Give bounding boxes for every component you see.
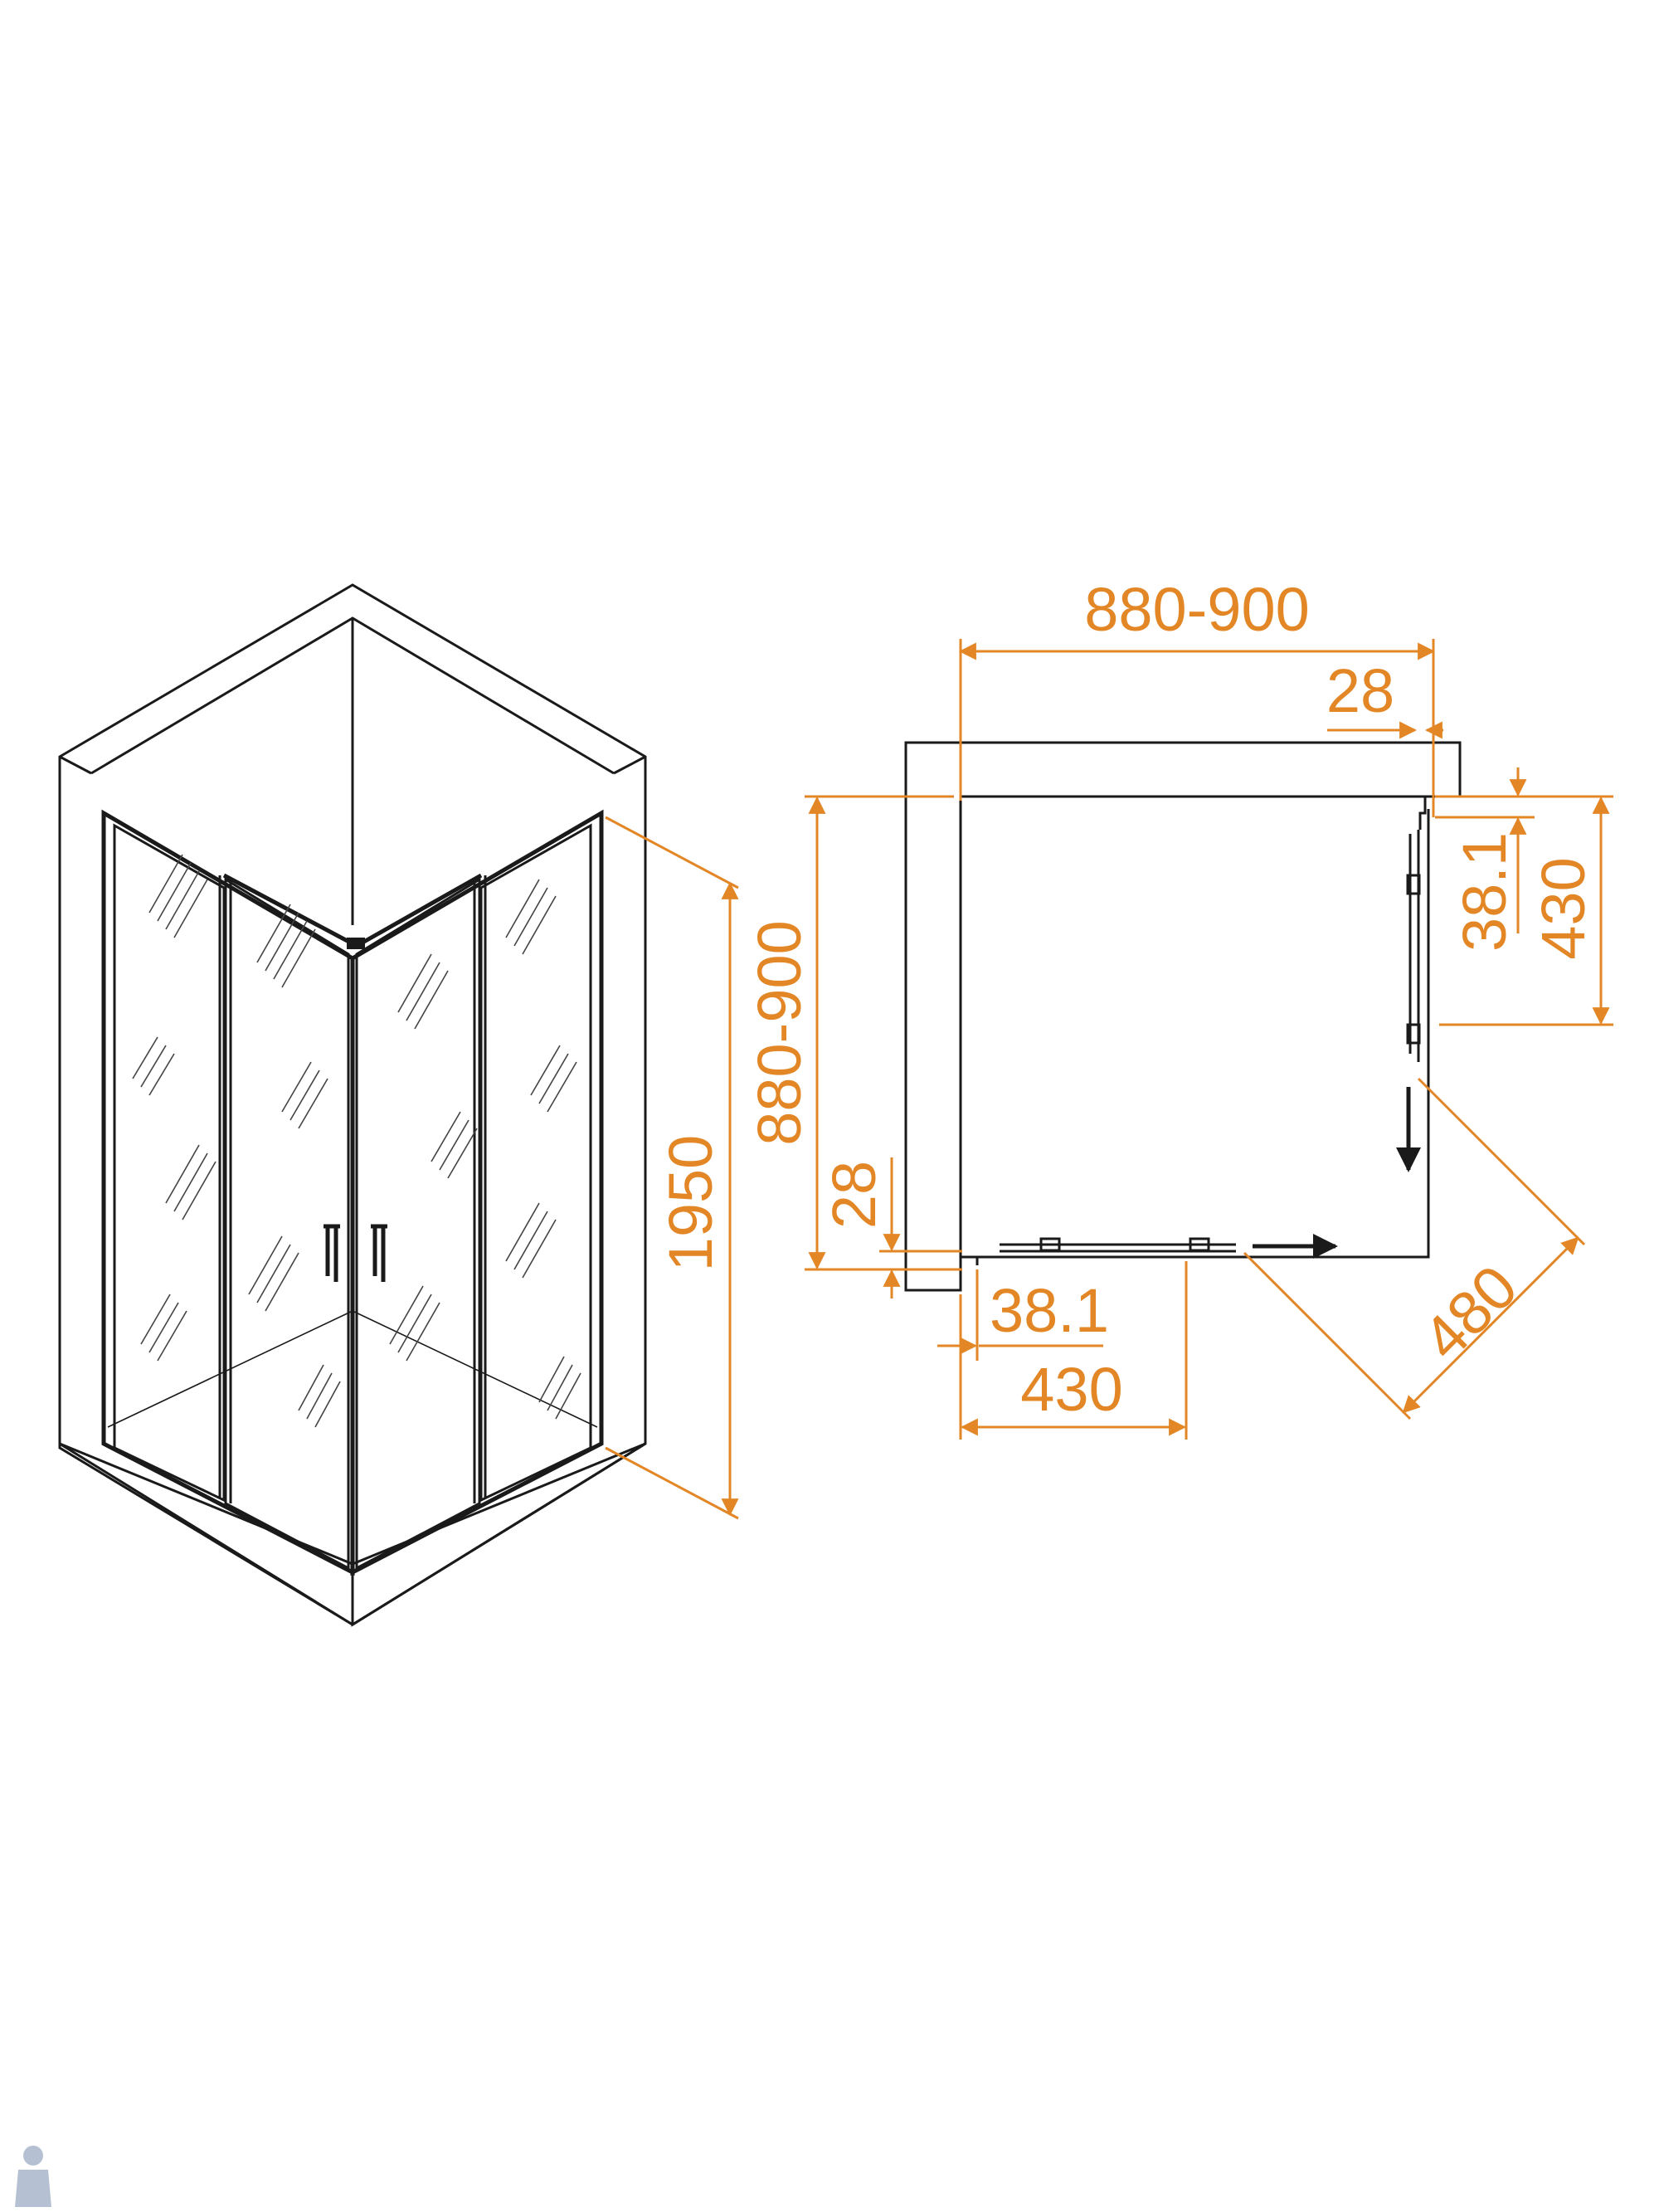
bottom-small-dimension: 38.1: [937, 1269, 1109, 1361]
bottom-door-label: 430: [1020, 1355, 1122, 1424]
left-offset-label: 28: [820, 1161, 888, 1229]
corner-bracket: [347, 938, 365, 949]
left-handle: [324, 1224, 340, 1282]
height-dimension: 1950: [605, 816, 739, 1520]
top-width-dimension: 880-900: [958, 575, 1436, 817]
plan-right-panel: [977, 797, 1430, 1259]
diagonal-entry-label: 480: [1409, 1252, 1530, 1373]
enclosure-left: [101, 809, 355, 1576]
top-width-label: 880-900: [1084, 575, 1310, 644]
right-small-dimension: 38.1: [1435, 767, 1535, 952]
top-offset-label: 28: [1326, 656, 1394, 725]
plan-wall: [904, 741, 1462, 1292]
top-rail: [222, 873, 483, 948]
bottom-door-dimension: 430: [959, 1261, 1188, 1440]
isometric-view: 1950: [58, 583, 739, 1627]
diagonal-entry-dimension: 480: [1243, 1077, 1586, 1420]
enclosure-right: [350, 809, 604, 1576]
plan-view: 880-900 28 38.1 430 880-900: [745, 575, 1613, 1440]
left-depth-label: 880-900: [745, 920, 814, 1146]
plumber-logo-icon: [15, 2146, 51, 2207]
height-label: 1950: [656, 1135, 725, 1272]
top-offset-dimension: 28: [1326, 656, 1443, 739]
bottom-small-label: 38.1: [990, 1276, 1109, 1345]
left-offset-dimension: 28: [820, 1157, 962, 1298]
right-door-label: 430: [1529, 857, 1598, 959]
plan-bottom-panel: [961, 1243, 1236, 1265]
glass-reflections: [132, 854, 581, 1428]
right-door-dimension: 430: [1439, 795, 1613, 1026]
right-small-label: 38.1: [1450, 832, 1519, 952]
right-handle: [371, 1224, 387, 1282]
